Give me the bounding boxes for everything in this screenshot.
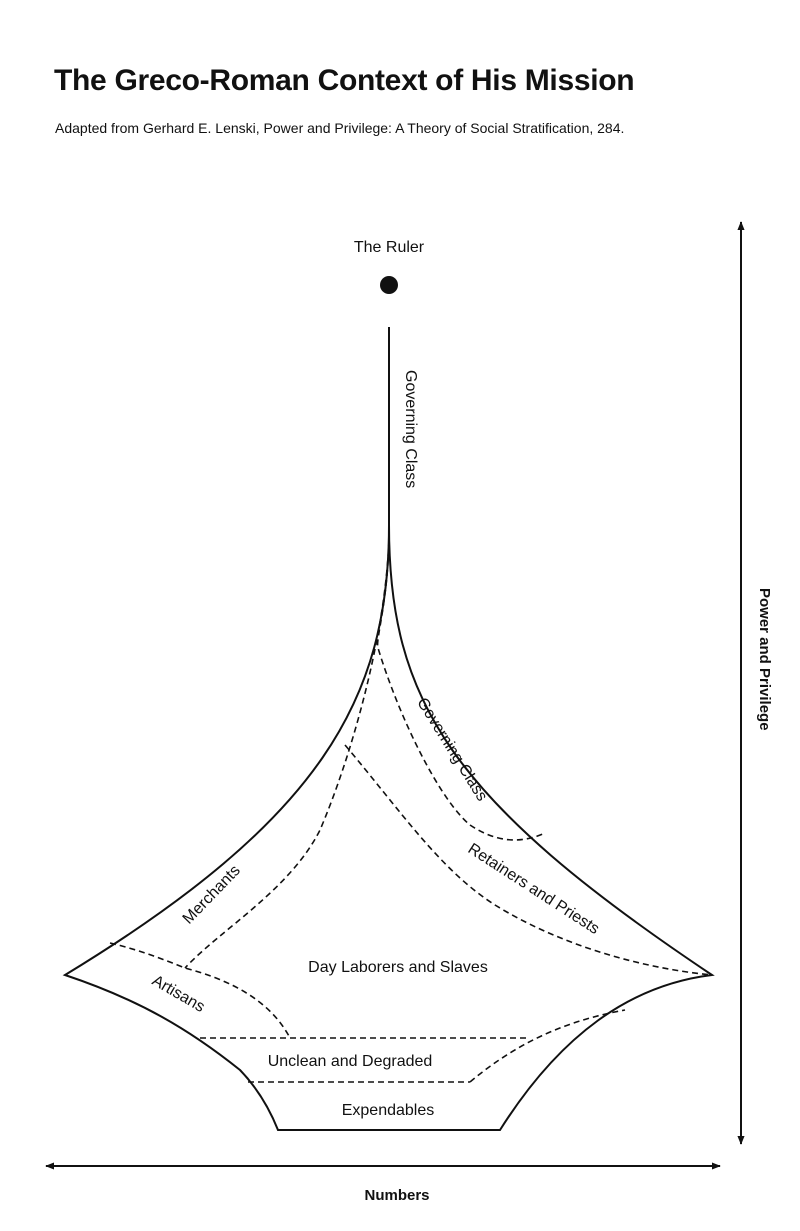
- artisans-label: Artisans: [149, 972, 208, 1016]
- governing-class-stem-label: Governing Class: [402, 370, 419, 488]
- governing-class-boundary: [376, 529, 546, 841]
- society-outline: [62, 327, 715, 1131]
- power-axis-label: Power and Privilege: [756, 588, 773, 731]
- expendables-label: Expendables: [342, 1102, 435, 1119]
- retainers-priests-label: Retainers and Priests: [465, 840, 603, 938]
- source-citation: Adapted from Gerhard E. Lenski, Power an…: [55, 120, 625, 136]
- merchants-label: Merchants: [180, 862, 244, 928]
- ruler-dot: [380, 276, 398, 294]
- ruler-label: The Ruler: [354, 239, 425, 256]
- numbers-axis-label: Numbers: [364, 1187, 429, 1204]
- page-title: The Greco-Roman Context of His Mission: [54, 64, 635, 97]
- merchants-artisans-divider: [109, 942, 291, 1039]
- day-laborers-label: Day Laborers and Slaves: [308, 959, 488, 976]
- governing-class-band-label: Governing Class: [413, 695, 490, 804]
- right-lower-boundary: [469, 1009, 626, 1083]
- unclean-degraded-label: Unclean and Degraded: [268, 1053, 433, 1070]
- retainers-boundary: [344, 744, 713, 976]
- merchants-boundary: [184, 539, 390, 969]
